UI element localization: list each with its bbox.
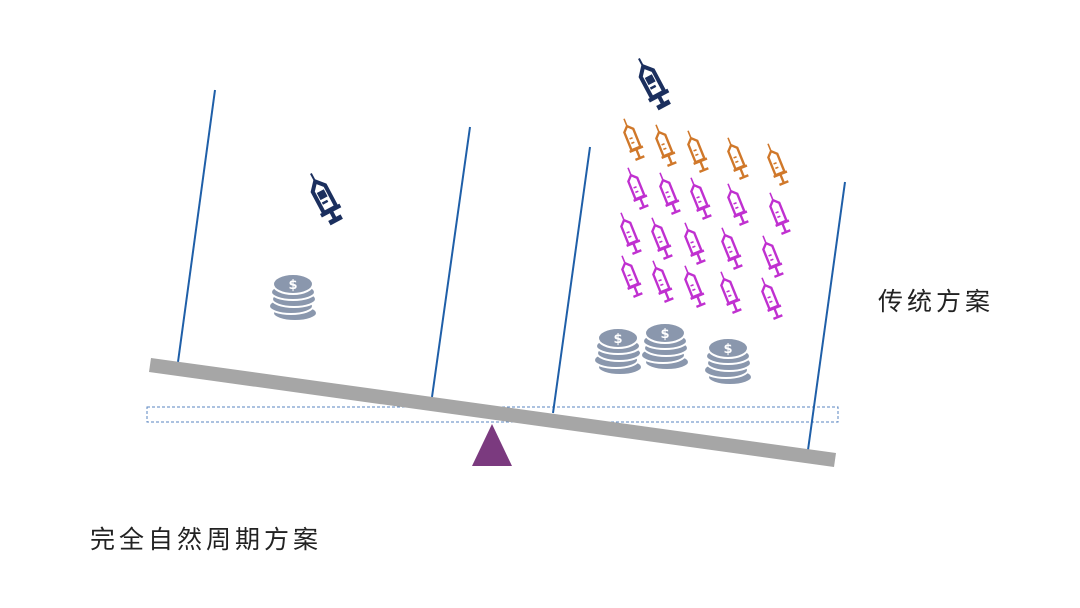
purple-syringe-icon (714, 223, 746, 271)
coin-stack-icon (593, 327, 643, 376)
purple-syringe-icon (644, 213, 676, 261)
orange-syringe-icon (616, 114, 648, 162)
purple-syringe-icon (683, 173, 715, 221)
right-cup-right-line (807, 181, 846, 451)
left-cup-left-line (177, 89, 216, 363)
coin-stack-icon (703, 337, 753, 386)
purple-syringe-icon (645, 256, 677, 304)
purple-syringe-icon (677, 261, 709, 309)
purple-syringe-icon (720, 179, 752, 227)
purple-syringe-icon (652, 168, 684, 216)
coin-stack-icon (268, 273, 318, 322)
purple-syringe-icon (620, 163, 652, 211)
fulcrum-triangle (472, 424, 512, 466)
purple-syringe-icon (614, 251, 646, 299)
purple-syringe-icon (754, 273, 786, 321)
coin-stack-icon (640, 322, 690, 371)
purple-syringe-icon (762, 188, 794, 236)
orange-syringe-icon (680, 126, 712, 174)
purple-syringe-icon (613, 208, 645, 256)
navy-syringe-icon (301, 168, 346, 227)
orange-syringe-icon (760, 139, 792, 187)
natural-cycle-plan-label: 完全自然周期方案 (90, 525, 323, 554)
navy-syringe-icon (629, 53, 674, 112)
orange-syringe-icon (720, 133, 752, 181)
purple-syringe-icon (755, 231, 787, 279)
right-cup-left-line (552, 146, 591, 414)
purple-syringe-icon (713, 267, 745, 315)
orange-syringe-icon (648, 120, 680, 168)
left-cup-right-line (431, 126, 471, 398)
balance-beam (149, 358, 836, 467)
purple-syringe-icon (677, 218, 709, 266)
traditional-plan-label: 传统方案 (878, 287, 995, 316)
